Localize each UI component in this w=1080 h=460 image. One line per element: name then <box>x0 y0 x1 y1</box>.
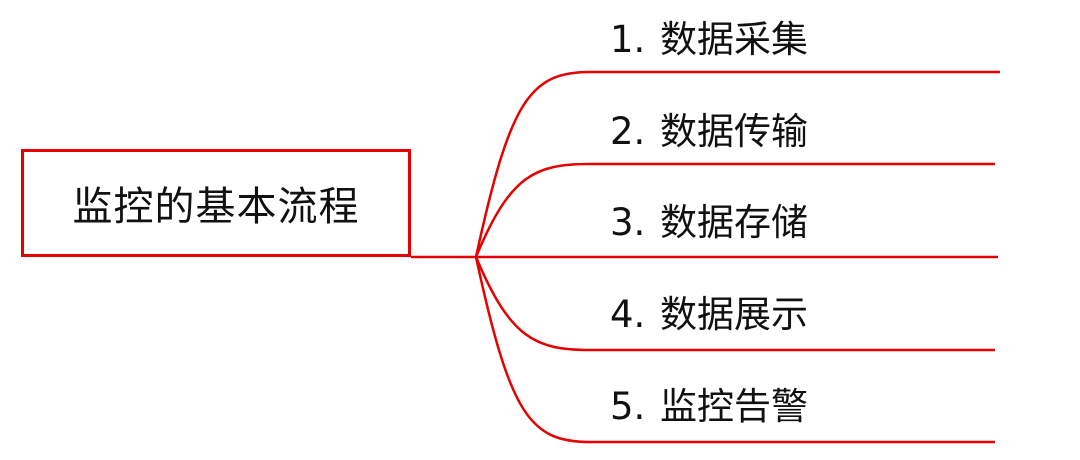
branch-number: 4. <box>610 293 646 336</box>
root-label: 监控的基本流程 <box>72 184 360 230</box>
branch-label: 数据展示 <box>660 293 808 336</box>
branch-node-3: 3. 数据存储 <box>610 198 808 248</box>
branch-line-4 <box>474 256 995 352</box>
branch-node-5: 5. 监控告警 <box>610 382 808 432</box>
branch-node-4: 4. 数据展示 <box>610 290 808 340</box>
branch-label: 数据采集 <box>660 18 808 61</box>
branch-label: 监控告警 <box>660 385 808 428</box>
branch-line-1 <box>474 70 1000 258</box>
root-node: 监控的基本流程 <box>21 149 411 257</box>
branch-node-2: 2. 数据传输 <box>610 107 808 157</box>
branch-number: 3. <box>610 201 646 244</box>
branch-number: 2. <box>610 110 646 153</box>
branch-line-2 <box>474 162 995 258</box>
branch-number: 1. <box>610 18 646 61</box>
branch-label: 数据存储 <box>660 201 808 244</box>
branch-number: 5. <box>610 385 646 428</box>
branch-line-5 <box>474 256 995 444</box>
branch-node-1: 1. 数据采集 <box>610 15 808 65</box>
branch-label: 数据传输 <box>660 110 808 153</box>
